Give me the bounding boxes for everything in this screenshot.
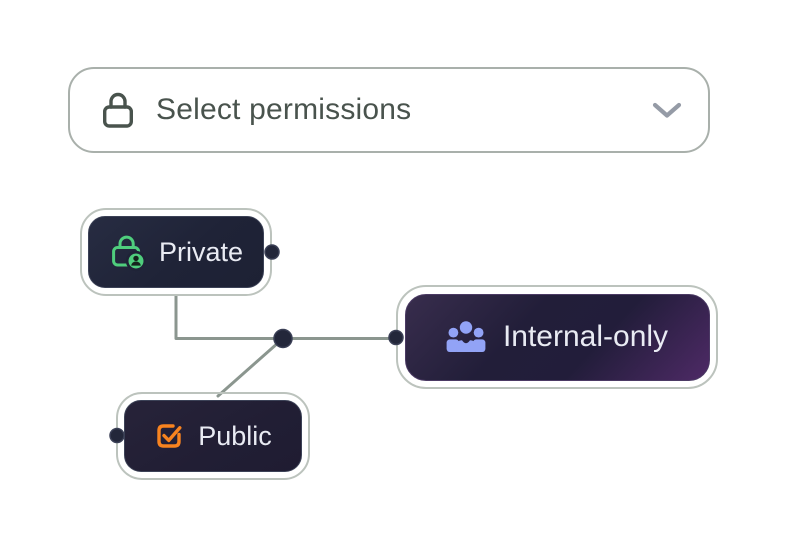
checkbox-check-icon — [157, 424, 182, 448]
lock-user-icon — [112, 235, 146, 271]
dropdown-label: Select permissions — [156, 93, 412, 126]
chevron-down-icon[interactable] — [652, 102, 682, 119]
node-internal-only[interactable]: Internal-only — [396, 285, 718, 389]
lock-icon — [102, 92, 134, 128]
node-private[interactable]: Private — [80, 208, 272, 296]
node-public[interactable]: Public — [116, 392, 310, 480]
users-icon — [446, 321, 486, 352]
node-internal-only-label: Internal-only — [502, 320, 669, 353]
node-public-label: Public — [198, 420, 272, 451]
node-public-pill[interactable]: Public — [124, 400, 302, 472]
permissions-dropdown[interactable]: Select permissions — [68, 67, 710, 153]
node-private-label: Private — [158, 236, 244, 267]
node-private-pill[interactable]: Private — [88, 216, 264, 288]
node-internal-only-pill[interactable]: Internal-only — [404, 293, 710, 381]
